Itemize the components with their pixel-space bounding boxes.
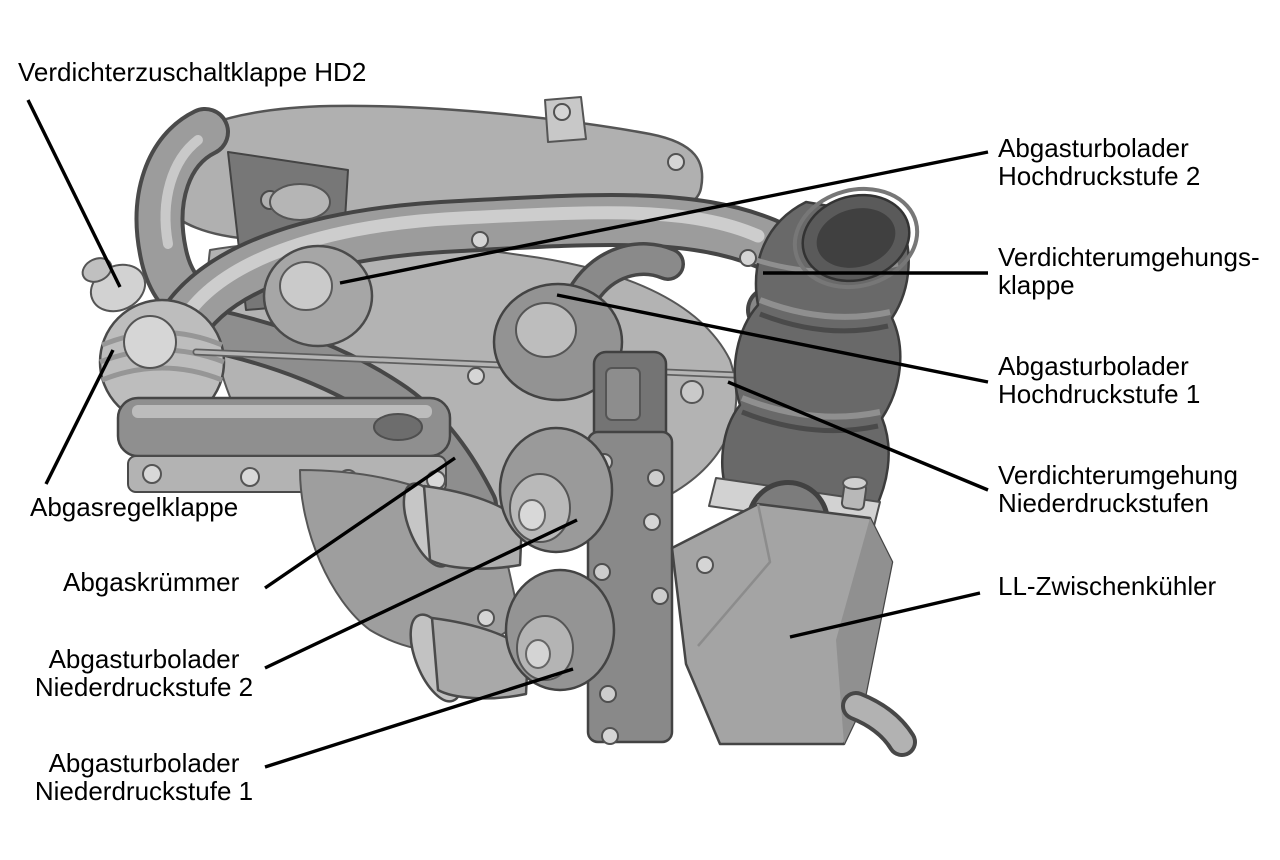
label-text: Abgaskrümmer [63, 567, 240, 597]
label-verdichterzuschaltklappe-hd2: Verdichterzuschaltklappe HD2 [18, 58, 366, 86]
leader-atl-hochdruckstufe-2 [339, 150, 989, 285]
leader-atl-niederdruckstufe-1 [264, 667, 574, 769]
label-text: Verdichterumgehung [998, 460, 1238, 490]
label-ll-zwischenkuehler: LL-Zwischenkühler [998, 572, 1216, 600]
label-text: Hochdruckstufe 1 [998, 379, 1201, 409]
leader-verdichterzuschaltklappe-hd2 [26, 99, 122, 288]
zuschaltklappe-shape [81, 257, 147, 313]
label-text: Niederdruckstufen [998, 488, 1209, 518]
bolt-details [467, 103, 757, 745]
label-abgasturbolader-hochdruckstufe-1: Abgasturbolader Hochdruckstufe 1 [998, 352, 1200, 408]
label-text: Abgasturbolader [998, 133, 1189, 163]
label-text: Verdichterumgehungs- [998, 242, 1260, 272]
label-text: klappe [998, 270, 1075, 300]
leader-atl-hochdruckstufe-1 [556, 293, 989, 384]
hd1-turbo-shape [492, 242, 685, 402]
label-text: LL-Zwischenkühler [998, 571, 1217, 601]
hd2-turbo-shape [262, 183, 374, 348]
label-text: Abgasturbolader [998, 351, 1189, 381]
label-text: Abgasturbolader [48, 644, 240, 674]
label-text: Verdichterzuschaltklappe HD2 [18, 57, 367, 87]
nd2-turbo-shape [402, 426, 614, 570]
label-abgasregelklappe: Abgasregelklappe [30, 493, 238, 521]
label-abgasturbolader-hochdruckstufe-2: Abgasturbolader Hochdruckstufe 2 [998, 134, 1200, 190]
leader-atl-niederdruckstufe-2 [264, 518, 578, 670]
left-compressor-shape [98, 298, 226, 426]
label-abgasturbolader-niederdruckstufe-2: Abgasturbolader Niederdruckstufe 2 [22, 645, 266, 701]
label-text: Niederdruckstufe 1 [34, 776, 254, 806]
exhaust-manifold-shape [116, 396, 452, 493]
label-abgasturbolader-niederdruckstufe-1: Abgasturbolader Niederdruckstufe 1 [22, 749, 266, 805]
label-abgaskruemmer: Abgaskrümmer [63, 568, 239, 596]
engine-shapes [81, 96, 920, 757]
leader-abgasregelklappe [44, 349, 115, 485]
intercooler-shape [670, 476, 917, 757]
leader-lines [26, 99, 989, 769]
label-verdichterumgehung-niederdruckstufen: Verdichterumgehung Niederdruckstufen [998, 461, 1238, 517]
corrugated-hose-shape [708, 186, 920, 531]
label-text: Niederdruckstufe 2 [34, 672, 254, 702]
nd1-turbo-shape [409, 568, 616, 703]
label-verdichterumgehungsklappe: Verdichterumgehungs- klappe [998, 243, 1260, 299]
leader-ll-zwischenkuehler [789, 591, 981, 639]
leader-verdichterumgehung-nd [727, 380, 989, 492]
label-text: Hochdruckstufe 2 [998, 161, 1201, 191]
label-text: Abgasregelklappe [30, 492, 239, 522]
leader-abgaskruemmer [264, 456, 456, 590]
label-text: Abgasturbolader [48, 748, 240, 778]
